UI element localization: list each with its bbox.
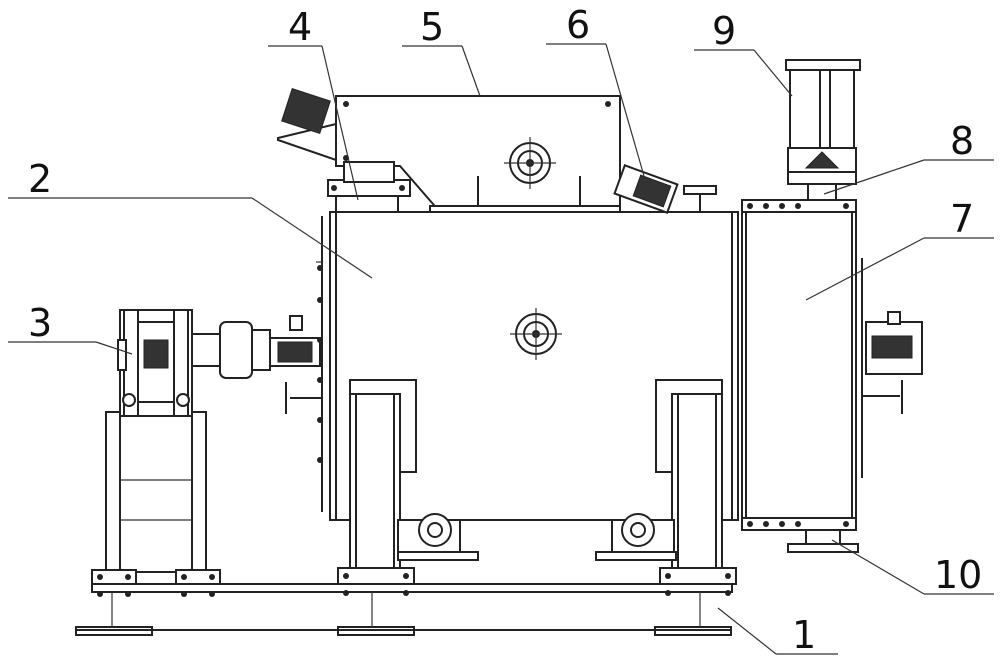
- callout-9: 9: [712, 9, 736, 53]
- gear-reducer-assembly: [91, 309, 321, 597]
- callout-2: 2: [28, 157, 52, 201]
- callout-10: 10: [934, 553, 982, 597]
- callout-1: 1: [792, 613, 816, 657]
- right-housing: [741, 199, 923, 553]
- support-legs: [337, 379, 737, 596]
- callout-6: 6: [566, 3, 590, 47]
- top-hopper: [277, 88, 717, 214]
- callout-7: 7: [950, 197, 974, 241]
- callout-3: 3: [28, 301, 52, 345]
- top-right-outlet: [785, 59, 861, 201]
- callout-8: 8: [950, 119, 974, 163]
- callout-labels: 1 2 3 4 5 6 7 8 9 10: [28, 3, 982, 657]
- leader-lines: [8, 43, 994, 655]
- callout-4: 4: [288, 5, 312, 49]
- callout-5: 5: [420, 5, 444, 49]
